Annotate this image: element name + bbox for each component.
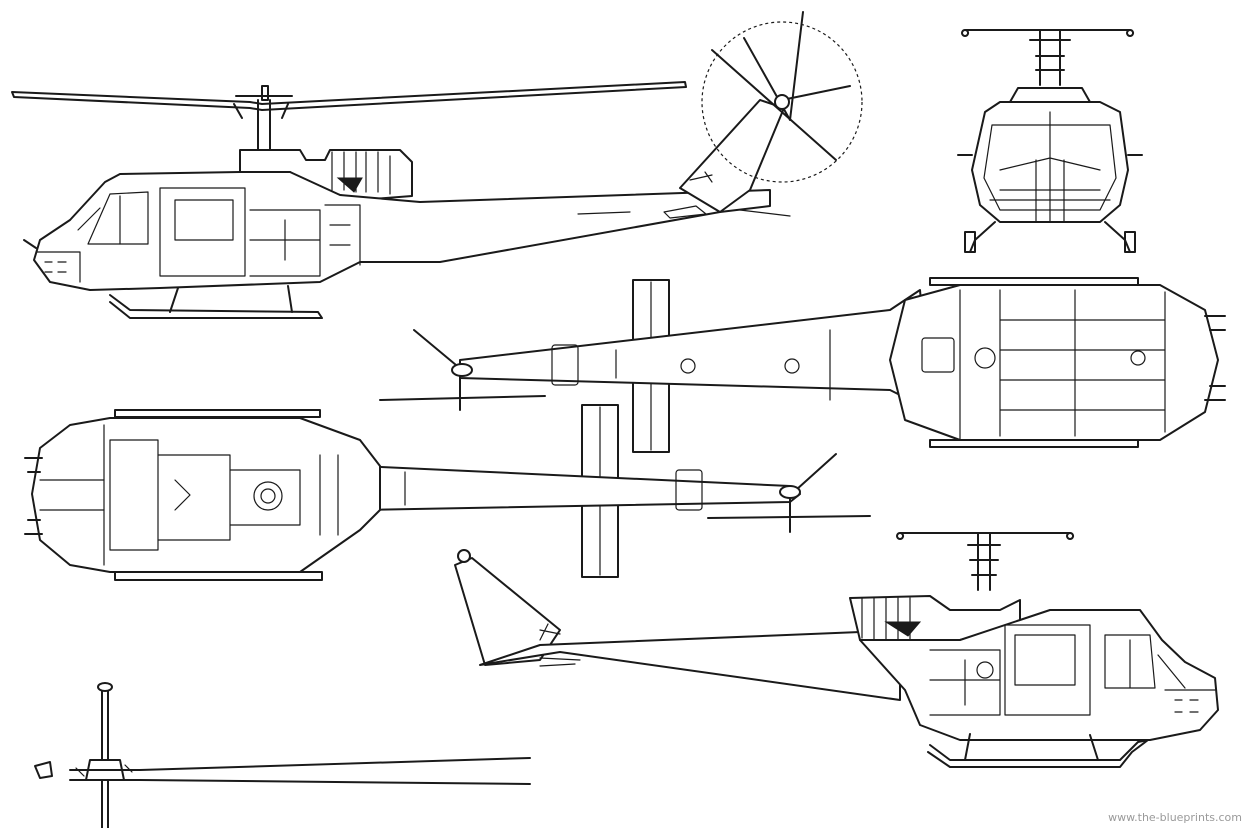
- side-view-left: [11, 11, 863, 319]
- bottom-view: [24, 404, 871, 581]
- side-view-right: [454, 532, 1219, 768]
- watermark-text: www.the-blueprints.com: [1108, 811, 1242, 824]
- rotor-hub-detail: [34, 682, 531, 828]
- top-view: [379, 277, 1226, 453]
- front-view: [957, 29, 1143, 253]
